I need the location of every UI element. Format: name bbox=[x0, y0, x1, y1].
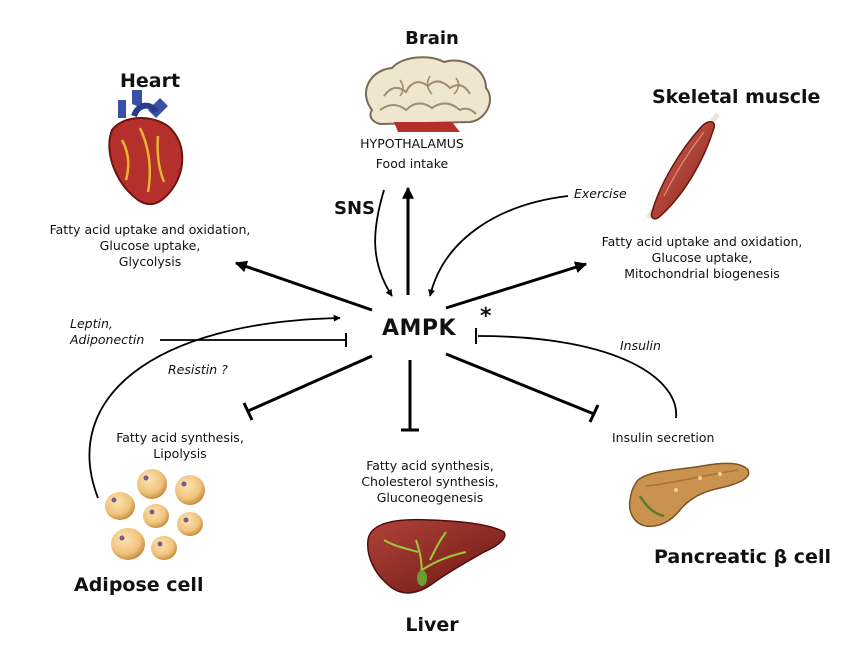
liver-effects: Fatty acid synthesis, Cholesterol synthe… bbox=[320, 458, 540, 506]
sns-label: SNS bbox=[334, 198, 375, 219]
liver-effect-1: Fatty acid synthesis, bbox=[366, 458, 494, 473]
muscle-effects: Fatty acid uptake and oxidation, Glucose… bbox=[562, 234, 842, 282]
adipose-cells-illustration bbox=[105, 469, 205, 560]
muscle-effect-2: Glucose uptake, bbox=[651, 250, 753, 265]
skeletal-muscle-illustration bbox=[646, 112, 720, 220]
insulin-label: Insulin bbox=[620, 338, 661, 353]
adipose-title: Adipose cell bbox=[74, 574, 204, 596]
arrow-ampk-to-muscle bbox=[445, 261, 588, 310]
food-intake-label: Food intake bbox=[375, 156, 449, 171]
heart-effect-1: Fatty acid uptake and oxidation, bbox=[49, 222, 251, 237]
arrow-ampk-to-heart bbox=[234, 260, 373, 312]
asterisk-mark: * bbox=[480, 304, 492, 329]
connections bbox=[88, 186, 677, 499]
liver-effect-2: Cholesterol synthesis, bbox=[361, 474, 499, 489]
muscle-effect-3: Mitochondrial biogenesis bbox=[624, 266, 780, 281]
liver-illustration bbox=[367, 518, 506, 594]
adipose-effects: Fatty acid synthesis, Lipolysis bbox=[90, 430, 270, 462]
arrow-leptin-to-ampk bbox=[88, 314, 341, 499]
pancreas-illustration bbox=[628, 462, 750, 528]
liver-effect-3: Gluconeogenesis bbox=[376, 490, 484, 505]
adipose-effect-2: Lipolysis bbox=[153, 446, 207, 461]
inhibition-ampk-pancreas bbox=[445, 352, 595, 416]
insulin-secretion-label: Insulin secretion bbox=[612, 430, 715, 445]
heart-effect-2: Glucose uptake, bbox=[99, 238, 201, 253]
heart-title: Heart bbox=[120, 70, 181, 92]
exercise-label: Exercise bbox=[574, 186, 627, 201]
inhibition-insulin bbox=[477, 335, 677, 419]
resistin-label: Resistin ? bbox=[168, 362, 228, 377]
arrow-exercise-to-ampk bbox=[428, 195, 569, 297]
brain-title: Brain bbox=[405, 28, 459, 49]
adiponectin-label: Adiponectin bbox=[70, 332, 145, 347]
leptin-label: Leptin, bbox=[70, 316, 113, 331]
skeletal-muscle-title: Skeletal muscle bbox=[652, 86, 821, 108]
hypothalamus-label: HYPOTHALAMUS bbox=[360, 136, 464, 151]
ampk-hub-label: AMPK bbox=[382, 316, 457, 341]
liver-title: Liver bbox=[405, 614, 459, 636]
heart-illustration bbox=[108, 90, 184, 206]
adipose-activators: Leptin, Adiponectin bbox=[70, 316, 144, 348]
adipose-effect-1: Fatty acid synthesis, bbox=[116, 430, 244, 445]
muscle-effect-1: Fatty acid uptake and oxidation, bbox=[601, 234, 803, 249]
pancreas-title: Pancreatic β cell bbox=[654, 546, 831, 568]
inhibition-ampk-adipose bbox=[247, 354, 373, 413]
heart-effect-3: Glycolysis bbox=[118, 254, 182, 269]
arrow-sns-to-ampk bbox=[374, 189, 393, 297]
heart-effects: Fatty acid uptake and oxidation, Glucose… bbox=[10, 222, 290, 270]
brain-illustration bbox=[365, 56, 491, 132]
